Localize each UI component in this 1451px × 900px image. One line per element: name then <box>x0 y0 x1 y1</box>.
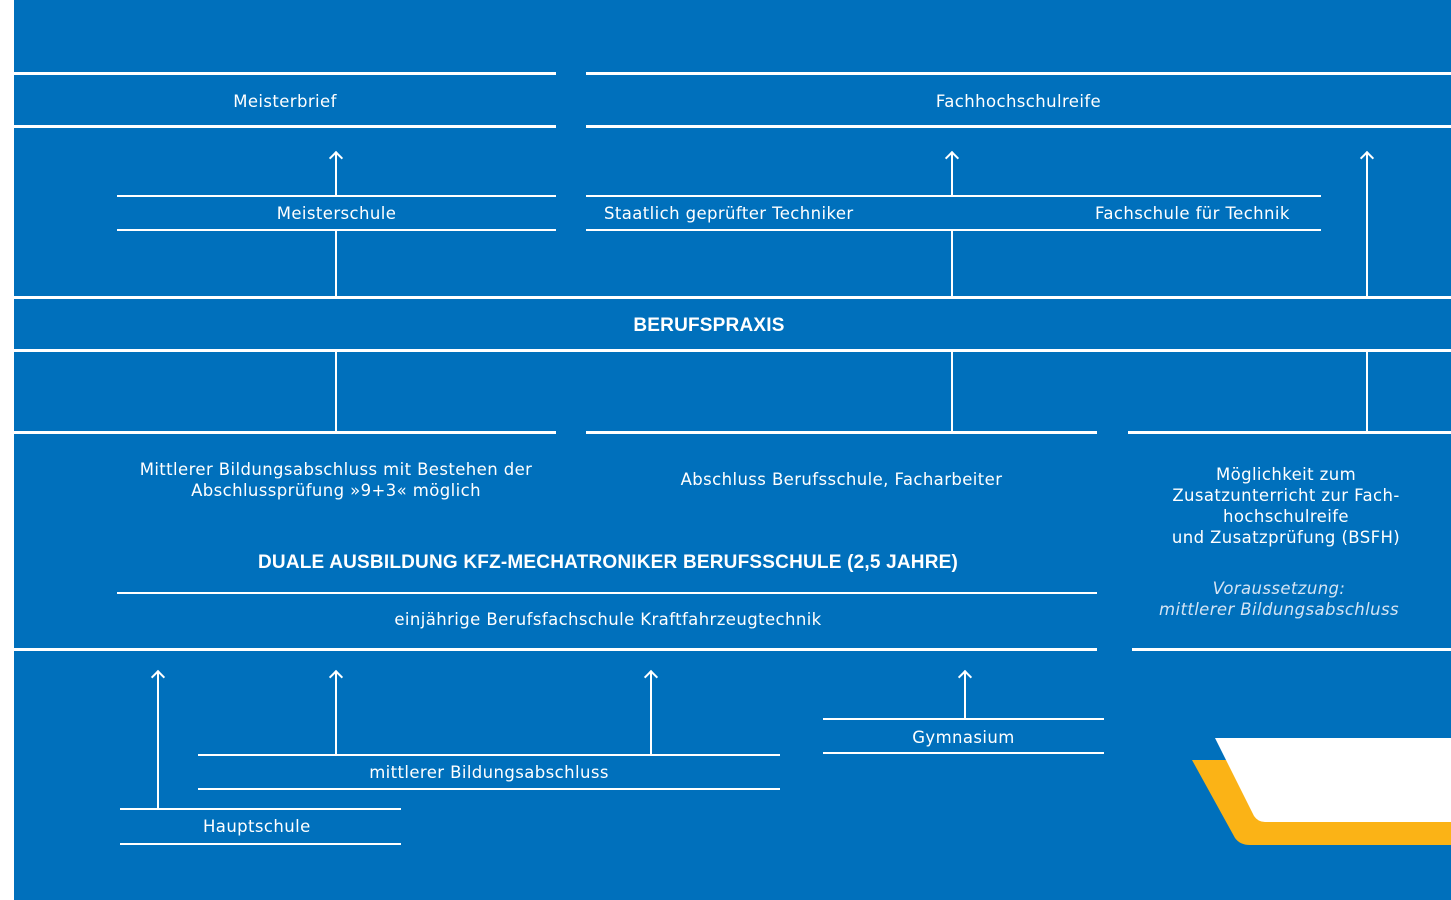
connector-line <box>335 672 337 754</box>
ausbildung-title: DUALE AUSBILDUNG KFZ-MECHATRONIKER BERUF… <box>257 552 959 573</box>
divider-line <box>117 229 556 231</box>
mittlerer-bildungsabschluss-label: mittlerer Bildungsabschluss <box>369 763 609 782</box>
divider-line <box>14 72 556 75</box>
divider-line <box>586 195 1321 197</box>
divider-line <box>117 195 556 197</box>
divider-line <box>586 431 1097 434</box>
hauptschule-label: Hauptschule <box>203 817 311 836</box>
divider-line <box>1128 431 1451 434</box>
divider-line <box>1132 648 1451 651</box>
fachschule-label: Fachschule für Technik <box>1095 204 1290 223</box>
divider-line <box>117 592 1097 594</box>
connector-line <box>650 672 652 754</box>
divider-line <box>14 648 1097 651</box>
divider-line <box>586 125 1451 128</box>
divider-line <box>198 754 780 756</box>
connector-line <box>335 352 337 431</box>
techniker-label: Staatlich geprüfter Techniker <box>604 204 854 223</box>
divider-line <box>586 229 1321 231</box>
divider-line <box>586 72 1451 75</box>
berufsschule-note: Abschluss Berufsschule, Facharbeiter <box>680 470 1003 489</box>
divider-line <box>823 752 1104 754</box>
divider-line <box>14 431 556 434</box>
divider-line <box>120 843 401 845</box>
connector-line <box>335 153 337 195</box>
voraussetzung-note: Voraussetzung: mittlerer Bildungsabschlu… <box>1159 579 1399 619</box>
connector-line <box>1366 352 1368 431</box>
zusatz-note: Möglichkeit zum Zusatzunterricht zur Fac… <box>1171 465 1401 547</box>
divider-line <box>14 349 1451 352</box>
diagram-panel <box>14 0 1451 900</box>
mittlerer-abschluss-note: Mittlerer Bildungsabschluss mit Bestehen… <box>139 460 533 500</box>
fachhochschulreife-label: Fachhochschulreife <box>935 92 1102 111</box>
berufspraxis-label: BERUFSPRAXIS <box>633 315 785 336</box>
meisterbrief-label: Meisterbrief <box>233 92 337 111</box>
connector-line <box>1366 153 1368 297</box>
connector-line <box>951 231 953 297</box>
divider-line <box>14 296 1451 299</box>
meisterschule-label: Meisterschule <box>276 204 397 223</box>
connector-line <box>951 352 953 431</box>
connector-line <box>951 153 953 195</box>
gymnasium-label: Gymnasium <box>912 728 1015 747</box>
divider-line <box>120 808 401 810</box>
connector-line <box>157 672 159 809</box>
connector-line <box>964 672 966 718</box>
berufsfachschule-label: einjährige Berufsfachschule Kraftfahrzeu… <box>394 610 822 629</box>
decorative-logo <box>1192 738 1451 845</box>
divider-line <box>198 788 780 790</box>
divider-line <box>823 718 1104 720</box>
divider-line <box>14 125 556 128</box>
connector-line <box>335 231 337 297</box>
